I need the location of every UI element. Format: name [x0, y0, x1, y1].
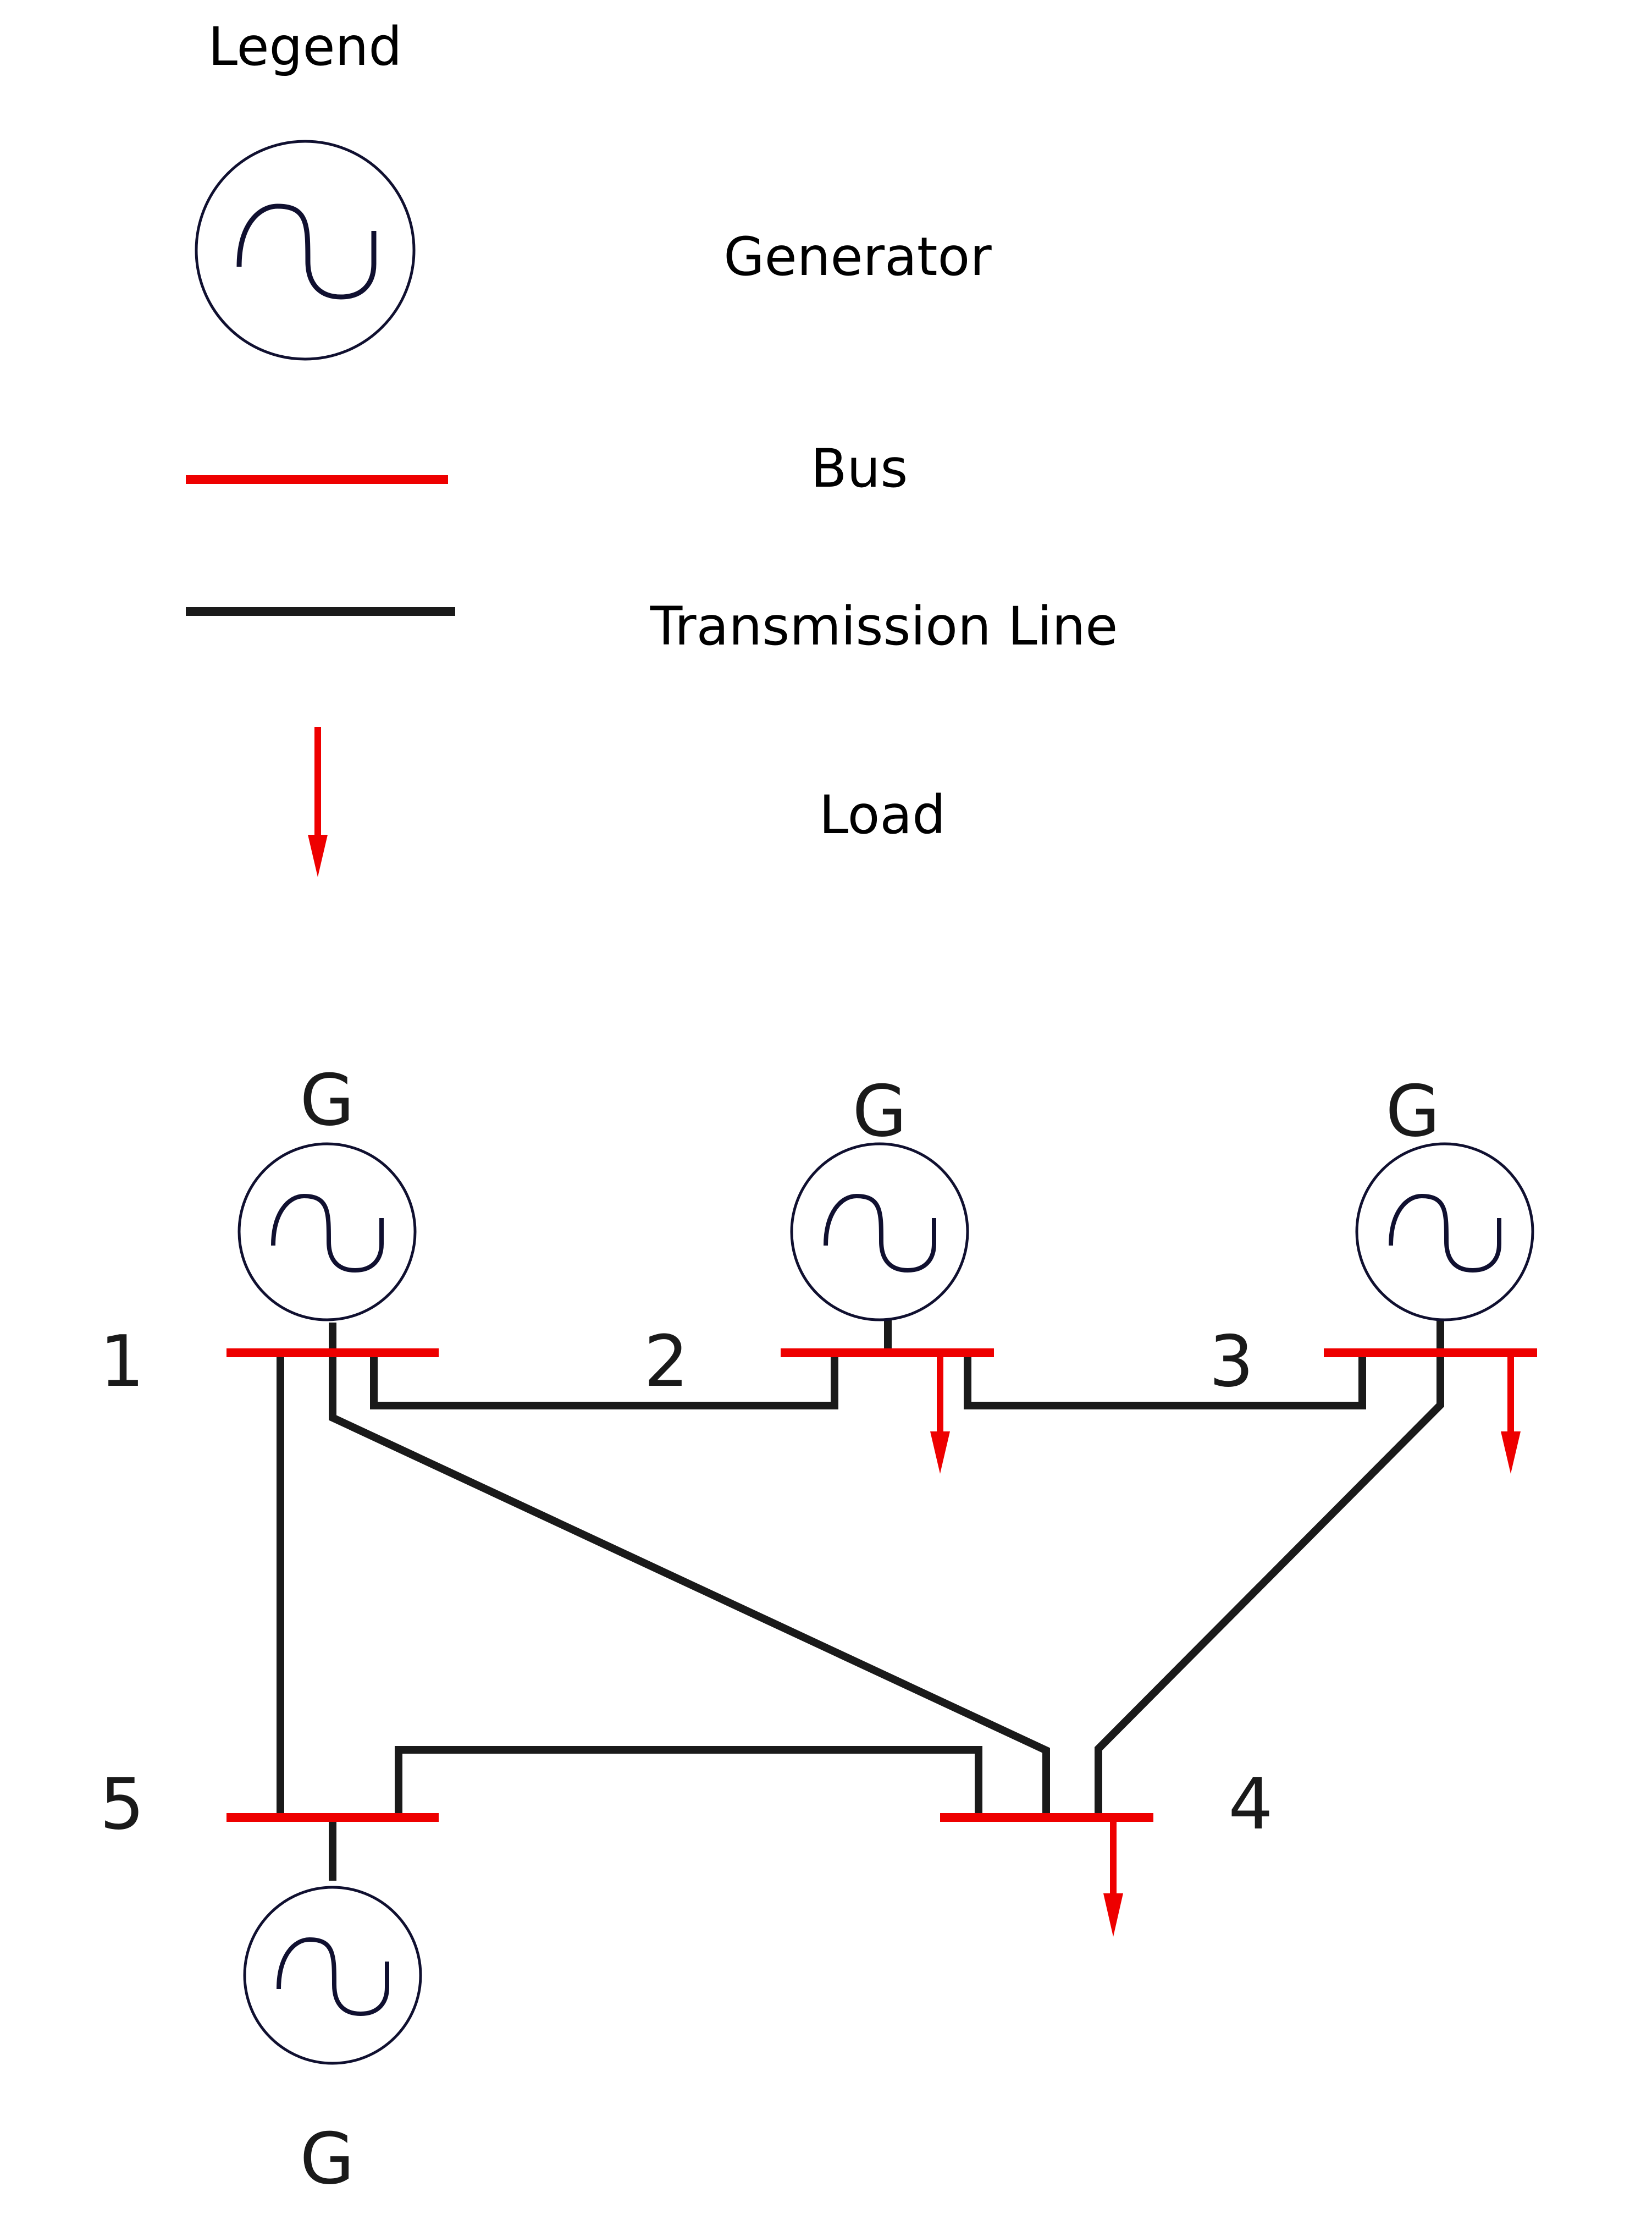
load-bus-4-arrow-icon — [1103, 1817, 1123, 1937]
load-bus-2-arrow-icon — [930, 1353, 950, 1474]
legend-generator-icon — [195, 140, 416, 361]
generator-3-icon — [1355, 1142, 1534, 1321]
loads — [930, 1353, 1521, 1937]
diagram-labels: G G G G 1 2 3 4 5 — [100, 1060, 1440, 2200]
legend-line-label: Transmission Line — [650, 596, 1118, 657]
gen-2-symbol: G — [852, 1071, 907, 1153]
load-bus-3-arrow-icon — [1501, 1353, 1521, 1474]
generator-2-icon — [790, 1142, 969, 1321]
bus-1-number: 1 — [100, 1321, 144, 1403]
generator-5-icon — [243, 1886, 422, 2065]
bus-2-number: 2 — [644, 1321, 688, 1403]
legend-load-arrow-icon — [308, 727, 328, 877]
line-1-4 — [329, 1323, 1050, 1817]
generator-1-icon — [237, 1142, 417, 1321]
bus-4-number: 4 — [1228, 1764, 1273, 1846]
gen-1-symbol: G — [300, 1060, 354, 1142]
line-3-4 — [1095, 1317, 1444, 1817]
legend-generator-label: Generator — [723, 226, 992, 288]
gen-3-symbol: G — [1385, 1071, 1440, 1153]
bus-5-number: 5 — [100, 1764, 144, 1846]
bus-3-number: 3 — [1209, 1321, 1253, 1403]
generators — [237, 1142, 1534, 2065]
buses — [226, 1348, 1537, 1822]
legend-title: Legend — [208, 16, 402, 78]
line-2-3 — [964, 1353, 1366, 1409]
line-5-4 — [395, 1746, 982, 1817]
legend-bus-label: Bus — [811, 438, 908, 499]
legend: Legend Generator Bus Transmission Line L… — [186, 16, 1118, 877]
gen-5-symbol: G — [300, 2118, 354, 2200]
legend-load-label: Load — [819, 784, 946, 846]
line-1-2 — [370, 1353, 838, 1409]
transmission-lines — [277, 1312, 1444, 1881]
